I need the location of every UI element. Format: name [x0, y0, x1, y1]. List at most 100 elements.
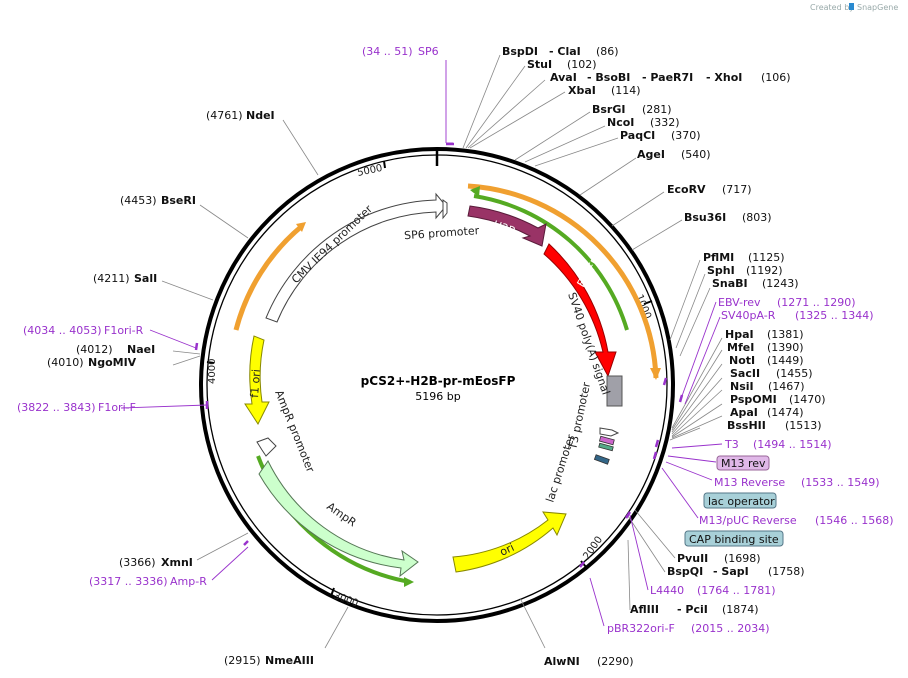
- primer-sv40par: SV40pA-R: [721, 309, 776, 322]
- site-naei-pos: (4012): [76, 343, 113, 356]
- site-snabi-pos: (1243): [762, 277, 799, 290]
- primer-pbr322-range: (2015 .. 2034): [691, 622, 770, 635]
- site-bsshii: BssHII: [727, 419, 766, 432]
- site-agei-pos: (540): [681, 148, 711, 161]
- snapgene-logo-icon: [849, 3, 854, 10]
- site-alwni-pos: (2290): [597, 655, 634, 668]
- feature-ampr: [258, 460, 419, 578]
- site-apai: ApaI: [730, 406, 758, 419]
- site-xmni-pos: (3366): [119, 556, 156, 569]
- site-sacii: SacII: [730, 367, 760, 380]
- site-pspomi-pos: (1470): [789, 393, 826, 406]
- site-ndei-pos: (4761): [206, 109, 243, 122]
- site-bspdi: BspDI: [502, 45, 538, 58]
- tick-label-2000: 2000: [581, 535, 605, 562]
- feature-eosfp: [543, 243, 617, 378]
- feature-ampr-promoter-shape: [256, 437, 277, 457]
- primer-sp6-range: (34 .. 51): [362, 45, 413, 58]
- site-ecorv-pos: (717): [722, 183, 752, 196]
- site-noti: NotI: [729, 354, 755, 367]
- primer-marks: [194, 142, 684, 568]
- site-pcii: - PciI: [677, 603, 708, 616]
- site-noti-pos: (1449): [767, 354, 804, 367]
- primer-ebvrev-range: (1271 .. 1290): [777, 296, 856, 309]
- feature-h2b: [467, 205, 547, 247]
- site-ndei: NdeI: [246, 109, 275, 122]
- site-paqci-pos: (370): [671, 129, 701, 142]
- site-sphi-pos: (1192): [746, 264, 783, 277]
- site-snabi: SnaBI: [712, 277, 748, 290]
- site-pflmi: PflMI: [703, 251, 734, 264]
- primer-m13puc-range: (1546 .. 1568): [815, 514, 894, 527]
- primer-t3: T3: [724, 438, 739, 451]
- feature-label-sp6-promoter: SP6 promoter: [404, 224, 480, 242]
- site-clai: - ClaI: [549, 45, 581, 58]
- site-bsu36i-pos: (803): [742, 211, 772, 224]
- orf-arrow-head-orange: [650, 368, 661, 380]
- feature-ori: [452, 511, 567, 573]
- box-cap-binding: [684, 530, 784, 547]
- site-bsrgi: BsrGI: [592, 103, 625, 116]
- site-xhoi: - XhoI: [706, 71, 742, 84]
- site-paer7i: - PaeR7I: [642, 71, 693, 84]
- tick-label-5000: 5000: [356, 163, 383, 179]
- box-lac-operator: [703, 492, 777, 509]
- credit-prefix: Created by: [810, 3, 854, 12]
- site-naei: NaeI: [127, 343, 155, 356]
- primer-pbr322: pBR322ori-F: [607, 622, 675, 635]
- site-sphi: SphI: [707, 264, 735, 277]
- site-avai: AvaI: [550, 71, 577, 84]
- feature-sv40-polya: [606, 375, 623, 407]
- site-bseri-pos: (4453): [120, 194, 157, 207]
- primer-l4440-range: (1764 .. 1781): [697, 584, 776, 597]
- site-xbai-pos: (114): [611, 84, 641, 97]
- site-bseri: BseRI: [161, 194, 196, 207]
- tick-label-3000: 3000: [332, 590, 360, 609]
- site-sapi: - SapI: [713, 565, 749, 578]
- site-alwni: AlwNI: [544, 655, 580, 668]
- feature-label-ampr-promoter: AmpR promoter: [272, 388, 317, 474]
- site-xbai: XbaI: [568, 84, 596, 97]
- site-stui-pos: (102): [567, 58, 597, 71]
- primer-m13reverse: M13 Reverse: [714, 476, 785, 489]
- box-m13rev: [716, 455, 770, 471]
- site-hpai-pos: (1381): [767, 328, 804, 341]
- feature-label-f1-ori: f1 ori: [248, 369, 263, 399]
- primer-t3-range: (1494 .. 1514): [753, 438, 832, 451]
- feature-label-cmv: CMV IE94 promoter: [289, 202, 375, 286]
- box-m13rev-label: M13 rev: [721, 457, 766, 470]
- tick-5000: [383, 160, 386, 169]
- site-bspdi-pos: (86): [596, 45, 619, 58]
- primer-sv40par-range: (1325 .. 1344): [795, 309, 874, 322]
- site-sali: SalI: [134, 272, 157, 285]
- site-pvuii-pos: (1698): [724, 552, 761, 565]
- orf-arc-green-top: [473, 194, 629, 331]
- primer-m13puc: M13/pUC Reverse: [699, 514, 797, 527]
- primer-l4440: L4440: [650, 584, 684, 597]
- site-nsii-pos: (1467): [768, 380, 805, 393]
- site-bspqi: BspQI: [667, 565, 703, 578]
- site-nmeaiii-pos: (2915): [224, 654, 261, 667]
- site-pflmi-pos: (1125): [748, 251, 785, 264]
- site-ncoi: NcoI: [607, 116, 634, 129]
- site-mfei-pos: (1390): [767, 341, 804, 354]
- orf-arc-left: [233, 224, 304, 331]
- primer-f1orif: F1ori-F: [98, 401, 136, 414]
- site-pspomi: PspOMI: [730, 393, 777, 406]
- site-ngomiv-pos: (4010): [47, 356, 84, 369]
- feature-f1-ori: [244, 335, 270, 426]
- plasmid-name: pCS2+-H2B-pr-mEosFP: [361, 374, 516, 388]
- site-bspqi-pos: (1758): [768, 565, 805, 578]
- site-afliii: AflIII: [630, 603, 659, 616]
- site-agei: AgeI: [637, 148, 665, 161]
- feature-m13rev-mark: [598, 435, 615, 446]
- feature-label-lac-promoter: lac promoter: [543, 433, 577, 504]
- primer-sp6: SP6: [418, 45, 439, 58]
- site-ngomiv: NgoMIV: [88, 356, 137, 369]
- site-pvuii: PvuII: [677, 552, 708, 565]
- feature-label-ampr: AmpR: [324, 500, 359, 530]
- primer-ebvrev: EBV-rev: [718, 296, 761, 309]
- plasmid-size: 5196 bp: [415, 390, 460, 403]
- primer-f1orif-range: (3822 .. 3843): [17, 401, 96, 414]
- tick-label-4000: 4000: [207, 359, 218, 384]
